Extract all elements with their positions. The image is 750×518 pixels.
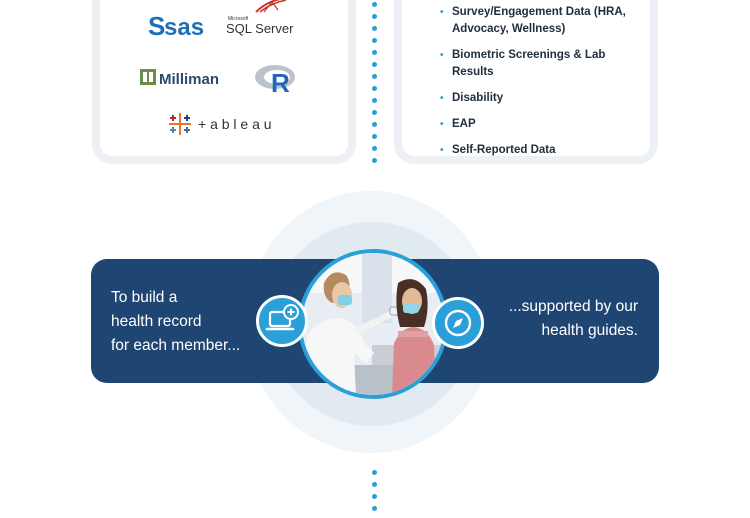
sas-logo: S sas xyxy=(148,11,214,47)
laptop-plus-icon xyxy=(256,295,308,347)
svg-text:sas: sas xyxy=(164,14,204,41)
banner-left-text: To build a health record for each member… xyxy=(111,289,241,354)
svg-text:S: S xyxy=(148,12,165,41)
list-item: EAP xyxy=(440,116,650,133)
data-sources-card: Survey/Engagement Data (HRA, Advocacy, W… xyxy=(394,0,658,164)
banner-right-text: ...supported by our health guides. xyxy=(508,298,638,339)
svg-text:Microsoft: Microsoft xyxy=(228,16,249,22)
list-item: Biometric Screenings & Lab Results xyxy=(440,47,650,81)
sql-server-logo: Microsoft SQL Server xyxy=(226,0,298,43)
dotted-connector-bottom xyxy=(372,470,378,518)
list-item: Survey/Engagement Data (HRA, Advocacy, W… xyxy=(440,4,650,38)
r-logo: R xyxy=(254,62,300,103)
clinician-patient-photo xyxy=(302,253,444,395)
svg-text:Milliman: Milliman xyxy=(159,71,219,88)
tableau-logo: + a b l e a u xyxy=(168,111,298,142)
svg-text:SQL Server: SQL Server xyxy=(226,21,294,36)
milliman-logo: Milliman xyxy=(140,66,230,95)
tools-card: S sas Microsoft SQL Server Milliman xyxy=(92,0,356,164)
compass-icon xyxy=(432,297,484,349)
list-item: Self-Reported Data xyxy=(440,142,650,159)
svg-text:+ a b l e a u: + a b l e a u xyxy=(198,116,272,132)
svg-text:R: R xyxy=(271,68,290,98)
list-item: Disability xyxy=(440,90,650,107)
dotted-connector-top xyxy=(372,2,378,170)
data-source-list: Survey/Engagement Data (HRA, Advocacy, W… xyxy=(440,4,650,168)
